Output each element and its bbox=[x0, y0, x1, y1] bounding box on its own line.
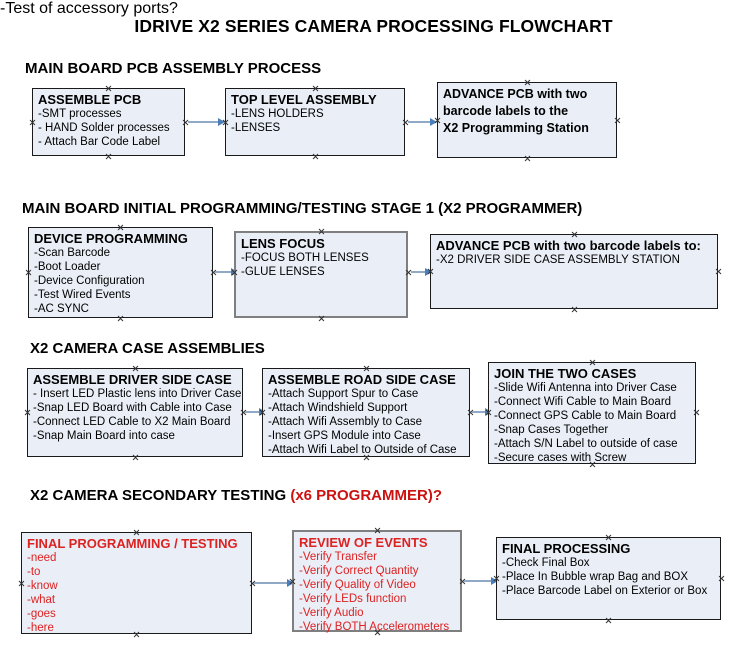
node-final-programming-testing[interactable]: FINAL PROGRAMMING / TESTING -need -to -k… bbox=[21, 532, 252, 634]
node-line: -Verify Quality of Video bbox=[299, 579, 416, 591]
arrow-head-icon bbox=[287, 578, 294, 587]
node-assemble-road-side-case[interactable]: ASSEMBLE ROAD SIDE CASE -Attach Support … bbox=[262, 368, 470, 457]
node-line: -LENSES bbox=[231, 122, 281, 134]
node-line: - HAND Solder processes bbox=[38, 122, 170, 134]
node-line: -Place Barcode Label on Exterior or Box bbox=[502, 585, 708, 597]
node-lens-focus[interactable]: LENS FOCUS -FOCUS BOTH LENSES -GLUE LENS… bbox=[234, 231, 408, 318]
node-assemble-driver-side-case[interactable]: ASSEMBLE DRIVER SIDE CASE - Insert LED P… bbox=[27, 368, 243, 457]
node-review-of-events-overflow-line: -Test of accessory ports? bbox=[0, 0, 178, 17]
node-line: - Insert LED Plastic lens into Driver Ca… bbox=[33, 388, 242, 400]
node-line: -Slide Wifi Antenna into Driver Case bbox=[494, 382, 677, 394]
connector-road-case-to-join-cases bbox=[472, 411, 487, 413]
node-title: FINAL PROCESSING bbox=[502, 541, 631, 556]
node-line: ADVANCE PCB with two bbox=[443, 87, 588, 101]
node-title: ASSEMBLE ROAD SIDE CASE bbox=[268, 372, 456, 387]
node-final-processing[interactable]: FINAL PROCESSING -Check Final Box -Place… bbox=[496, 537, 721, 620]
connector-device-programming-to-lens-focus bbox=[215, 271, 233, 273]
node-line: -Attach Wifi Assembly to Case bbox=[268, 416, 423, 428]
node-line: -X2 DRIVER SIDE CASE ASSEMBLY STATION bbox=[436, 254, 680, 266]
node-line: -what bbox=[27, 594, 56, 606]
node-line: -Attach Windshield Support bbox=[268, 402, 408, 414]
node-line: -Verify Correct Quantity bbox=[299, 565, 419, 577]
node-line: -Verify Transfer bbox=[299, 551, 377, 563]
arrow-head-icon bbox=[218, 117, 225, 126]
node-line: -Scan Barcode bbox=[34, 247, 111, 259]
section-heading-x2-camera-secondary-testing: X2 CAMERA SECONDARY TESTING (x6 PROGRAMM… bbox=[30, 487, 442, 504]
node-title: ASSEMBLE DRIVER SIDE CASE bbox=[33, 372, 232, 387]
node-title: REVIEW OF EVENTS bbox=[299, 535, 428, 550]
node-title: LENS FOCUS bbox=[241, 236, 325, 251]
node-line: -GLUE LENSES bbox=[241, 266, 325, 278]
node-device-programming[interactable]: DEVICE PROGRAMMING -Scan Barcode -Boot L… bbox=[28, 227, 213, 318]
node-line: barcode labels to the bbox=[443, 104, 569, 118]
node-line: -Snap Cases Together bbox=[494, 424, 609, 436]
node-review-of-events[interactable]: REVIEW OF EVENTS -Verify Transfer -Verif… bbox=[292, 530, 462, 633]
node-advance-pcb-to-driver-side-case[interactable]: ADVANCE PCB with two barcode labels to: … bbox=[430, 234, 718, 309]
node-line: -Verify LEDs function bbox=[299, 593, 407, 605]
node-title: DEVICE PROGRAMMING bbox=[34, 231, 188, 246]
section-heading-note: (x6 PROGRAMMER)? bbox=[290, 487, 442, 504]
section-heading-main-board-initial-programming: MAIN BOARD INITIAL PROGRAMMING/TESTING S… bbox=[22, 200, 583, 217]
node-line: -Verify Audio bbox=[299, 607, 364, 619]
node-line: X2 Programming Station bbox=[443, 121, 589, 135]
node-title: ASSEMBLE PCB bbox=[38, 92, 142, 107]
page-title: IDRIVE X2 SERIES CAMERA PROCESSING FLOWC… bbox=[134, 16, 613, 36]
node-line: -to bbox=[27, 566, 41, 578]
node-title: ADVANCE PCB with two barcode labels to: bbox=[436, 238, 701, 253]
node-line: -Connect GPS Cable to Main Board bbox=[494, 410, 677, 422]
connector-driver-case-to-road-case bbox=[245, 411, 261, 413]
node-line: -Connect LED Cable to X2 Main Board bbox=[33, 416, 231, 428]
node-line: -Snap Main Board into case bbox=[33, 430, 175, 442]
node-line: -Secure cases with Screw bbox=[494, 452, 627, 464]
node-title: FINAL PROGRAMMING / TESTING bbox=[27, 536, 238, 551]
node-line: -Device Configuration bbox=[34, 275, 145, 287]
node-line: -LENS HOLDERS bbox=[231, 108, 324, 120]
arrow-head-icon bbox=[491, 576, 498, 585]
connector-review-of-events-to-final-processing bbox=[464, 580, 493, 582]
node-line: -Attach Support Spur to Case bbox=[268, 388, 419, 400]
node-line: -SMT processes bbox=[38, 108, 122, 120]
node-title: TOP LEVEL ASSEMBLY bbox=[231, 92, 377, 107]
node-title: JOIN THE TWO CASES bbox=[494, 366, 637, 381]
node-line: -know bbox=[27, 580, 58, 592]
node-line: -goes bbox=[27, 608, 56, 620]
arrow-head-icon bbox=[430, 117, 437, 126]
section-heading-main-board-pcb-assembly: MAIN BOARD PCB ASSEMBLY PROCESS bbox=[25, 60, 322, 77]
node-line: -Attach Wifi Label to Outside of Case bbox=[268, 444, 457, 456]
node-line: -Verify BOTH Accelerometers bbox=[299, 621, 450, 633]
node-assemble-pcb[interactable]: ASSEMBLE PCB -SMT processes - HAND Solde… bbox=[32, 88, 185, 156]
node-line: -need bbox=[27, 552, 57, 564]
node-line: -Attach S/N Label to outside of case bbox=[494, 438, 678, 450]
node-line: -here bbox=[27, 622, 54, 634]
node-line: -Place In Bubble wrap Bag and BOX bbox=[502, 571, 689, 583]
node-join-the-two-cases[interactable]: JOIN THE TWO CASES -Slide Wifi Antenna i… bbox=[488, 362, 696, 464]
node-line: -Boot Loader bbox=[34, 261, 101, 273]
arrow-head-icon bbox=[425, 267, 432, 276]
node-line: -Check Final Box bbox=[502, 557, 590, 569]
node-line: -AC SYNC bbox=[34, 303, 89, 315]
node-advance-pcb-to-programming-station[interactable]: ADVANCE PCB with two barcode labels to t… bbox=[437, 82, 617, 158]
node-line: - Attach Bar Code Label bbox=[38, 136, 161, 148]
connector-top-level-to-advance-pcb bbox=[408, 121, 432, 123]
node-line: -Insert GPS Module into Case bbox=[268, 430, 421, 442]
node-line: -Snap LED Board with Cable into Case bbox=[33, 402, 232, 414]
node-top-level-assembly[interactable]: TOP LEVEL ASSEMBLY -LENS HOLDERS -LENSES bbox=[225, 88, 405, 156]
connector-lens-focus-to-advance-pcb bbox=[411, 271, 427, 273]
node-line: -Connect Wifi Cable to Main Board bbox=[494, 396, 672, 408]
node-line: -Test Wired Events bbox=[34, 289, 131, 301]
section-heading-text: X2 CAMERA SECONDARY TESTING bbox=[30, 487, 287, 504]
section-heading-x2-camera-case-assemblies: X2 CAMERA CASE ASSEMBLIES bbox=[30, 340, 265, 357]
node-line: -FOCUS BOTH LENSES bbox=[241, 252, 369, 264]
connector-final-programming-to-review-of-events bbox=[254, 582, 289, 584]
connector-assemble-pcb-to-top-level bbox=[188, 121, 220, 123]
